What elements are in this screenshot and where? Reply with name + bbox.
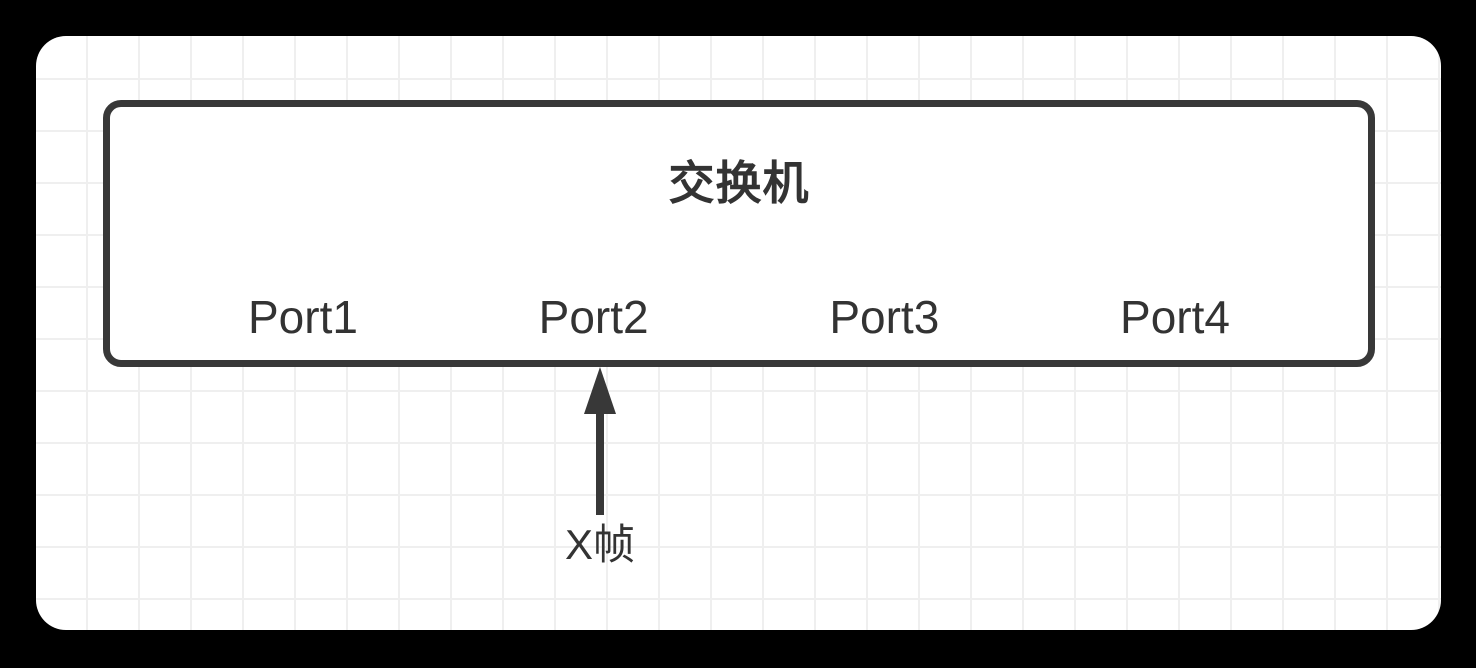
port-label-3: Port3 [829,291,940,343]
port-label-1: Port1 [248,291,358,343]
port-label-2: Port2 [538,291,649,343]
ports-row: Port1 Port2 Port3 Port4 [110,291,1368,343]
port-label-4: Port4 [1120,291,1230,343]
switch-node: 交换机 Port1 Port2 Port3 Port4 [103,100,1375,367]
arrow-up-icon [584,367,616,515]
frame-label: X帧 [564,521,635,568]
grid-canvas: 交换机 Port1 Port2 Port3 Port4 X帧 [36,36,1441,630]
switch-title: 交换机 [668,157,810,209]
